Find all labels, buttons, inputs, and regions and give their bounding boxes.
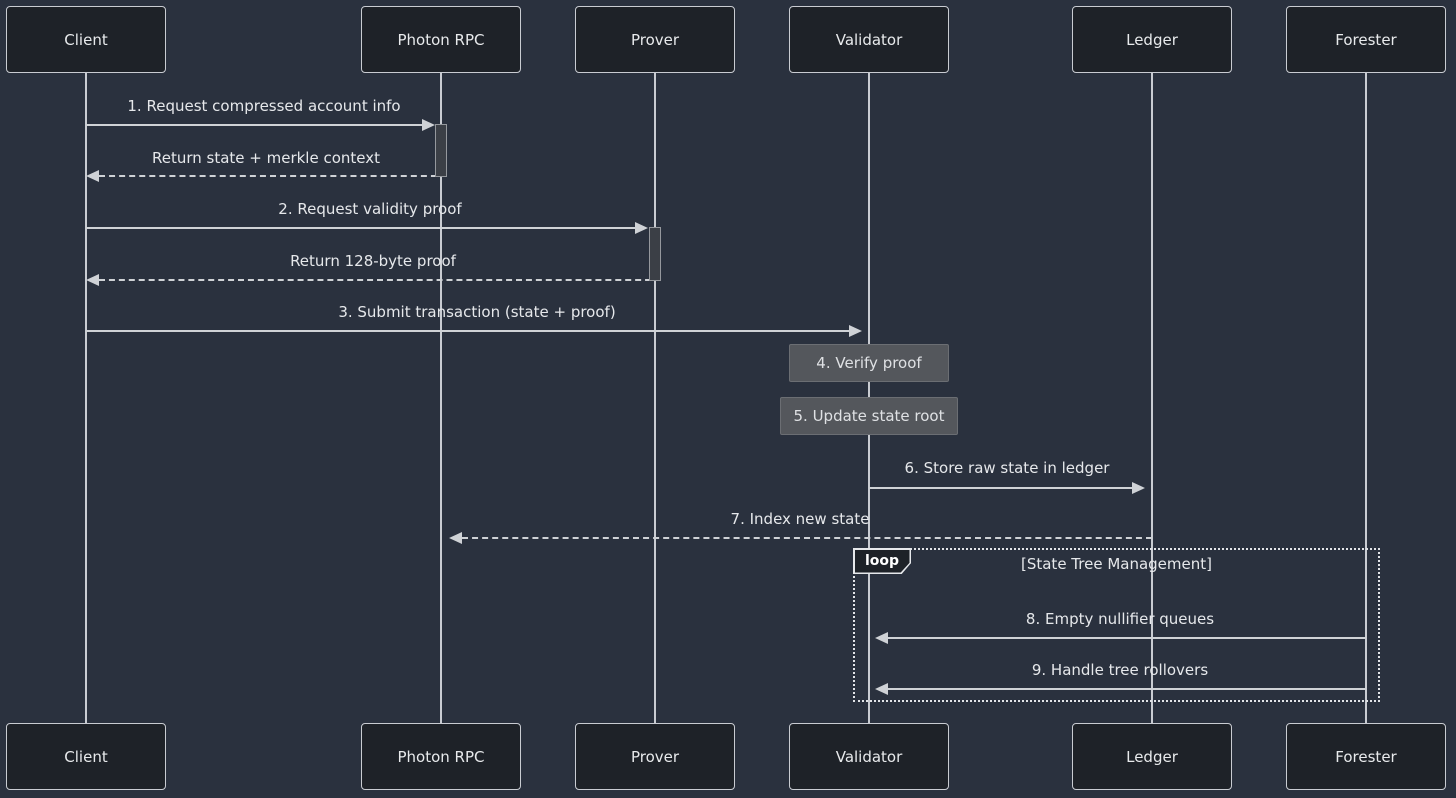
arrowhead-right-icon — [422, 119, 435, 131]
arrowhead-left-icon — [86, 170, 99, 182]
message-label: 7. Index new state — [730, 510, 870, 528]
message-arrow — [462, 537, 1152, 539]
lifeline-photon-rpc — [440, 73, 442, 723]
actor-top-client: Client — [6, 6, 166, 73]
lifeline-client — [85, 73, 87, 723]
message-arrow — [99, 279, 661, 281]
actor-bottom-validator: Validator — [789, 723, 949, 790]
arrowhead-left-icon — [875, 683, 888, 695]
lifeline-forester — [1365, 73, 1367, 723]
actor-bottom-photon-rpc: Photon RPC — [361, 723, 521, 790]
arrowhead-right-icon — [849, 325, 862, 337]
activation-bar-prover — [649, 227, 661, 281]
actor-bottom-prover: Prover — [575, 723, 735, 790]
actor-bottom-client: Client — [6, 723, 166, 790]
lifeline-prover — [654, 73, 656, 723]
arrowhead-left-icon — [449, 532, 462, 544]
message-arrow — [86, 330, 849, 332]
arrowhead-right-icon — [1132, 482, 1145, 494]
message-arrow — [86, 227, 635, 229]
actor-top-validator: Validator — [789, 6, 949, 73]
message-arrow — [888, 688, 1366, 690]
message-label: 6. Store raw state in ledger — [904, 459, 1110, 477]
message-label: 9. Handle tree rollovers — [1031, 661, 1209, 679]
actor-top-forester: Forester — [1286, 6, 1446, 73]
note-verify-proof: 4. Verify proof — [789, 344, 949, 382]
arrowhead-left-icon — [875, 632, 888, 644]
message-label: Return state + merkle context — [151, 149, 381, 167]
message-label: 3. Submit transaction (state + proof) — [338, 303, 616, 321]
activation-bar-photon-rpc — [435, 124, 447, 177]
arrowhead-right-icon — [635, 222, 648, 234]
message-label: Return 128-byte proof — [290, 252, 456, 270]
loop-condition-label: [State Tree Management] — [1020, 555, 1212, 573]
loop-tag-label: loop — [854, 549, 910, 573]
message-arrow — [869, 487, 1132, 489]
message-label: 8. Empty nullifier queues — [1025, 610, 1215, 628]
loop-frame — [853, 548, 1380, 702]
loop-tag: loop — [853, 548, 911, 574]
lifeline-ledger — [1151, 73, 1153, 723]
actor-top-photon-rpc: Photon RPC — [361, 6, 521, 73]
actor-bottom-forester: Forester — [1286, 723, 1446, 790]
actor-bottom-ledger: Ledger — [1072, 723, 1232, 790]
note-update-state-root: 5. Update state root — [780, 397, 958, 435]
actor-top-ledger: Ledger — [1072, 6, 1232, 73]
message-arrow — [86, 124, 422, 126]
message-label: 2. Request validity proof — [278, 200, 462, 218]
message-label: 1. Request compressed account info — [127, 97, 401, 115]
message-arrow — [99, 175, 447, 177]
actor-top-prover: Prover — [575, 6, 735, 73]
arrowhead-left-icon — [86, 274, 99, 286]
message-arrow — [888, 637, 1366, 639]
